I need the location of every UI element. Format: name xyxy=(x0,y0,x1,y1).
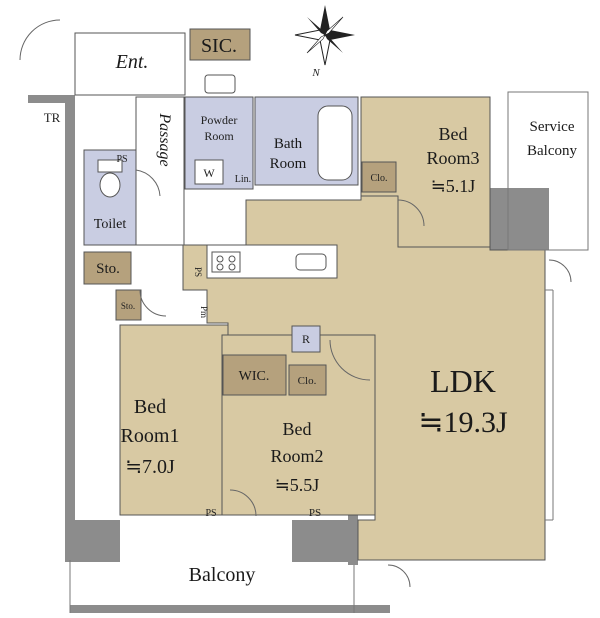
ldk-floor xyxy=(182,195,546,561)
compass-icon xyxy=(294,5,355,66)
lin-label: Lin. xyxy=(235,174,251,185)
bedroom3-label-1: Bed xyxy=(439,124,468,144)
bedroom2-label-3: ≒5.5J xyxy=(275,475,320,495)
room-fills xyxy=(83,28,546,561)
powder-room-label-1: Powder xyxy=(201,113,238,127)
bedroom1-label-2: Room1 xyxy=(121,425,180,447)
bedroom1-label-1: Bed xyxy=(134,396,166,418)
sto-label: Sto. xyxy=(96,261,120,277)
service-balcony-label-2: Balcony xyxy=(527,143,577,159)
circulation xyxy=(74,32,186,246)
ldk-label: LDK xyxy=(430,363,496,399)
powder-sink xyxy=(204,74,236,94)
service-balcony-label-1: Service xyxy=(530,119,575,135)
toilet-fixture xyxy=(97,159,123,198)
ps-kitchen-label: PS xyxy=(193,267,203,277)
tr-label: TR xyxy=(44,110,61,125)
balcony-outlines xyxy=(69,91,589,613)
ps-bottom-left-label: PS xyxy=(205,508,216,519)
windows xyxy=(545,289,554,521)
sic-floor xyxy=(189,28,251,61)
washer-label: W xyxy=(203,166,215,180)
bedroom3-label-3: ≒5.1J xyxy=(431,176,476,196)
bedroom1-label-3: ≒7.0J xyxy=(125,456,175,478)
pm-label: Pm xyxy=(199,306,209,318)
bedroom2-label-2: Room2 xyxy=(270,446,323,466)
passage-label: Passage xyxy=(156,112,173,166)
clo2-label: Clo. xyxy=(298,375,317,387)
wic-label: WIC. xyxy=(239,369,270,384)
sto-floor xyxy=(83,251,132,285)
bedroom1-floor xyxy=(119,324,229,516)
balcony-label: Balcony xyxy=(189,564,256,586)
bedroom3-label-2: Room3 xyxy=(426,148,479,168)
toilet-label: Toilet xyxy=(94,217,127,232)
clo3-label: Clo. xyxy=(371,173,388,184)
sto-small-label: Sto. xyxy=(121,301,135,311)
compass-n-label: N xyxy=(311,67,320,79)
powder-room-label-2: Room xyxy=(204,129,234,143)
ldk-area-label: ≒19.3J xyxy=(418,406,508,439)
bath-room-label-2: Room xyxy=(270,156,307,172)
bedroom2-label-1: Bed xyxy=(283,419,312,439)
clo3-floor xyxy=(361,161,397,193)
sto-small-floor xyxy=(115,289,142,321)
ps-bottom-right-label: PS xyxy=(309,507,321,519)
r-floor xyxy=(291,325,321,353)
door-swings xyxy=(19,19,572,588)
walls xyxy=(28,95,549,613)
ent-label: Ent. xyxy=(115,51,149,73)
r-label: R xyxy=(302,332,310,346)
bathtub xyxy=(317,105,353,181)
washer-box xyxy=(194,159,224,185)
clo2-floor xyxy=(288,364,327,396)
ps-toilet-label: PS xyxy=(116,154,127,165)
kitchen-counter xyxy=(206,244,338,279)
sic-label: SIC. xyxy=(201,35,237,57)
wic-floor xyxy=(222,354,287,396)
bath-room-label-1: Bath xyxy=(274,136,303,152)
